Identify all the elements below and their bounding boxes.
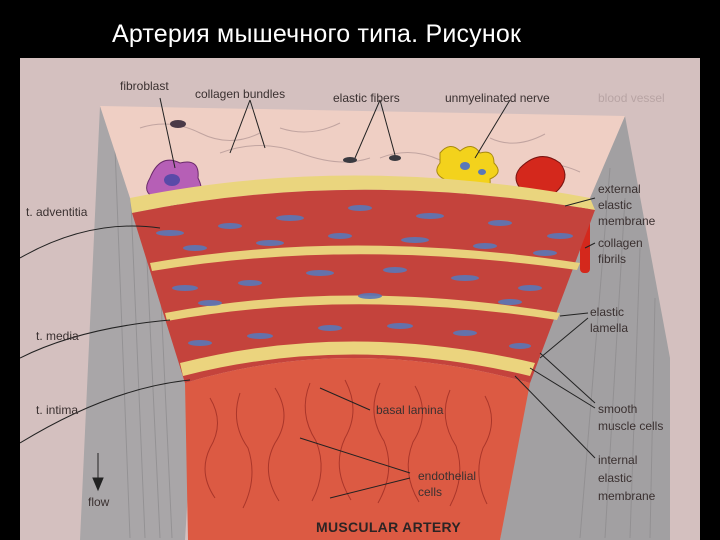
label-intima: t. intima — [36, 403, 78, 417]
label-collagen-fibrils-line1: collagen — [598, 236, 643, 250]
label-media: t. media — [36, 329, 79, 343]
label-flow: flow — [88, 495, 110, 509]
label-basal-lamina: basal lamina — [376, 403, 444, 417]
label-elastic-lamella-line1: elastic — [590, 305, 624, 319]
label-external-line2: elastic — [598, 198, 632, 212]
label-unmyelinated-nerve: unmyelinated nerve — [445, 91, 550, 105]
label-collagen-bundles: collagen bundles — [195, 87, 285, 101]
label-blood-vessel: blood vessel — [598, 91, 665, 105]
label-fibroblast: fibroblast — [120, 79, 169, 93]
label-smooth-muscle-line1: smooth — [598, 402, 637, 416]
left-side-wall — [80, 106, 195, 540]
internal-elastic-membrane — [180, 341, 535, 376]
right-side-wall — [500, 116, 670, 540]
label-internal-line1: internal — [598, 453, 637, 467]
slide-title: Артерия мышечного типа. Рисунок — [112, 20, 522, 48]
figure-caption: MUSCULAR ARTERY — [316, 519, 461, 535]
elastic-lamella-1 — [150, 245, 580, 271]
elastic-lamella-2 — [165, 295, 560, 321]
smooth-muscle-nuclei — [156, 205, 573, 349]
label-endothelial-line2: cells — [418, 485, 442, 499]
label-endothelial-line1: endothelial — [418, 469, 476, 483]
external-elastic-membrane — [130, 175, 595, 213]
label-external-line3: membrane — [598, 214, 656, 228]
label-internal-line2: elastic — [598, 471, 632, 485]
media-layer — [132, 189, 595, 383]
label-adventitia: t. adventitia — [26, 205, 88, 219]
leader-lines — [20, 97, 596, 499]
label-elastic-lamella-line2: lamella — [590, 321, 628, 335]
label-elastic-fibers: elastic fibers — [333, 91, 400, 105]
label-collagen-fibrils-line2: fibrils — [598, 252, 626, 266]
artery-diagram-photo: fibroblast collagen bundles elastic fibe… — [20, 58, 700, 540]
label-internal-line3: membrane — [598, 489, 656, 503]
label-external-line1: external — [598, 182, 641, 196]
intima-layer — [185, 358, 530, 540]
artery-diagram: fibroblast collagen bundles elastic fibe… — [20, 58, 700, 540]
label-smooth-muscle-line2: muscle cells — [598, 419, 663, 433]
endothelial-cells — [204, 379, 492, 509]
